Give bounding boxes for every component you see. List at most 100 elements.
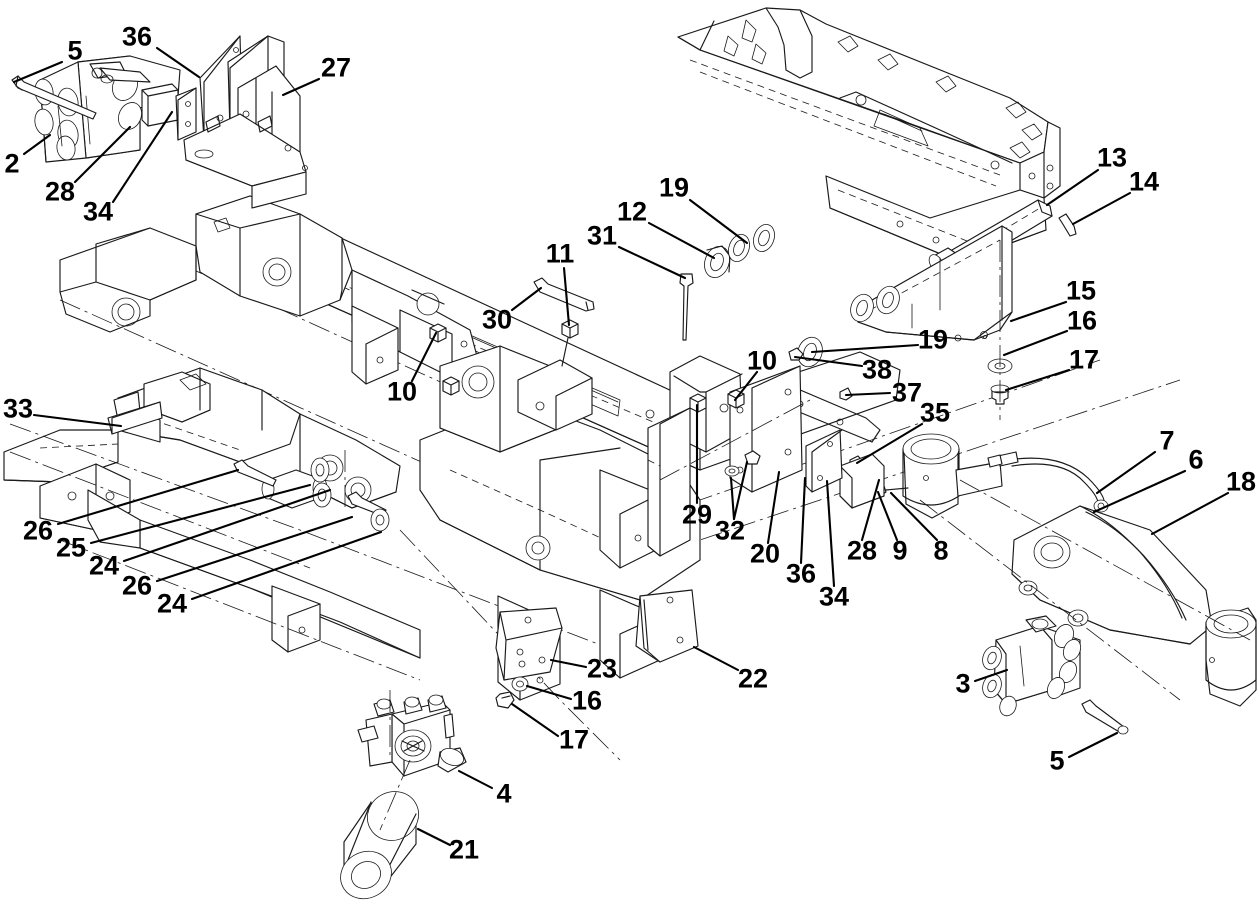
leader-line-23 [549,658,588,669]
leader-line-24 [190,530,383,601]
leader-line-37 [844,391,892,397]
leader-line-11 [562,266,571,327]
callout-number-28: 28 [846,535,878,566]
left-chassis-arm [59,195,479,385]
part-rear-axle-arm [919,479,1257,707]
callout-number-16: 16 [1066,305,1098,336]
callout-number-7: 7 [1159,425,1175,456]
leader-line-35 [855,422,924,465]
leader-line-12 [647,221,716,260]
part-rear-hydraulic-manifold [982,615,1082,717]
callout-number-25: 25 [55,532,87,563]
leader-line-38 [793,355,864,368]
part-carriage-bolt [679,273,694,341]
leader-line-26 [56,468,240,526]
callout-number-11: 11 [545,238,575,269]
leader-line-22 [692,645,740,672]
part-flange-bolt-17-lower [495,691,515,709]
part-bolt-long-upper [11,75,97,120]
leader-line-16 [525,684,573,701]
leader-line-31 [617,245,687,280]
callout-number-35: 35 [919,397,951,428]
leader-line-7 [1095,450,1157,495]
callout-number-9: 9 [892,535,908,566]
callout-number-32: 32 [714,515,746,546]
part-washer-16-lower [511,676,529,692]
callout-number-29: 29 [681,499,713,530]
leader-line-13 [1045,168,1100,207]
part-angle-bracket-upper [175,87,197,141]
callout-number-34: 34 [82,196,114,227]
callout-number-2: 2 [4,148,20,179]
leader-line-26 [155,515,354,583]
callout-number-18: 18 [1225,466,1257,497]
leader-line-34 [825,479,836,588]
leader-line-5 [1067,731,1119,759]
leader-line-10 [733,370,759,402]
part-nut-10b [442,376,460,396]
callout-number-36: 36 [121,21,153,52]
leader-line-34 [111,110,174,204]
leader-line-16 [1002,329,1069,357]
leader-line-3 [973,668,1009,683]
callout-number-4: 4 [496,778,512,809]
leader-line-24 [122,488,332,563]
callout-number-27: 27 [320,52,352,83]
callout-number-26: 26 [121,570,153,601]
part-nut-11 [561,319,579,367]
callout-number-6: 6 [1188,444,1204,475]
callout-number-16: 16 [571,685,603,716]
callout-number-19: 19 [658,172,690,203]
leader-line-2 [22,133,52,156]
upper-frame-deck [677,7,1049,187]
part-angle-bracket-lower [839,453,885,509]
leader-line-20 [766,470,781,545]
callout-number-23: 23 [586,653,618,684]
callout-number-5: 5 [67,35,83,66]
part-bolt-30 [533,277,595,312]
leader-line-4 [457,769,494,790]
leader-line-17 [1004,368,1071,392]
callout-number-21: 21 [448,834,480,865]
callout-number-30: 30 [481,304,513,335]
callout-number-5: 5 [1049,745,1065,776]
leader-line-10 [410,331,438,383]
leader-line-5 [12,60,64,84]
leader-line-14 [1071,191,1132,226]
leader-line- [729,476,736,521]
part-gusset-plate-22 [635,589,699,663]
part-valve-block [357,690,467,777]
callout-number-38: 38 [861,354,893,385]
callout-number-10: 10 [746,345,778,376]
callout-number-15: 15 [1065,275,1097,306]
part-bushings-center [704,224,775,278]
callout-number-14: 14 [1128,166,1160,197]
leader-line-15 [1009,300,1068,323]
part-bolt-long-lower [1081,699,1129,735]
callout-number-24: 24 [156,588,188,619]
leader-line-28 [860,478,881,542]
callout-number-12: 12 [616,196,648,227]
part-cotter-pin [1058,213,1077,237]
callout-number-37: 37 [891,377,923,408]
leader-line-19 [810,343,920,354]
leader-line-27 [281,77,321,97]
part-axle-pivot-tube [902,433,1003,519]
callout-number-17: 17 [558,724,590,755]
callout-number-28: 28 [44,176,76,207]
part-hydraulic-cylinder [340,759,419,900]
part-hydraulic-hose [987,451,1109,513]
leader-line-33 [32,413,123,428]
callout-number-17: 17 [1068,344,1100,375]
leader-line-6 [1092,469,1187,514]
leader-line-30 [510,286,543,312]
part-pin-24a [233,459,277,487]
leader-line-32 [732,460,749,521]
callout-number-19: 19 [917,324,949,355]
callout-number-24: 24 [88,550,120,581]
callout-number-20: 20 [749,538,781,569]
leader-line-18 [1150,491,1230,536]
leader-line-8 [889,491,939,542]
